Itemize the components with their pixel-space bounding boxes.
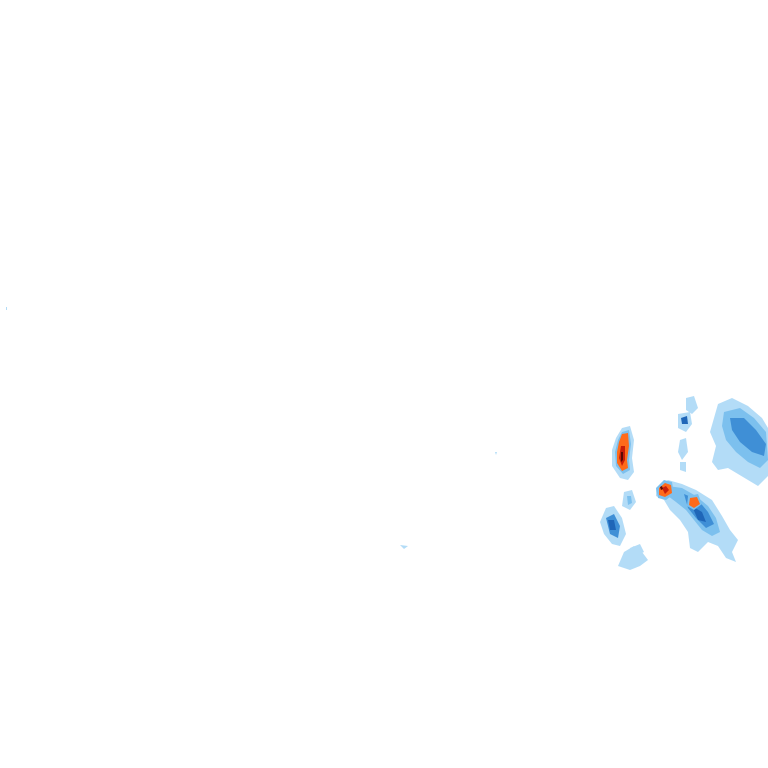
echo-band-cell <box>687 494 702 510</box>
echo-west-cell <box>612 426 634 480</box>
echo-mid-small-cloud <box>622 490 636 510</box>
echo-south-cloud <box>618 544 648 570</box>
echo-south-west-cloud <box>600 506 626 546</box>
echo-east-cloud <box>710 398 768 486</box>
echo-north-small-cell <box>678 396 698 472</box>
echo-speckles <box>6 307 497 549</box>
echo-central-cell <box>656 480 674 500</box>
